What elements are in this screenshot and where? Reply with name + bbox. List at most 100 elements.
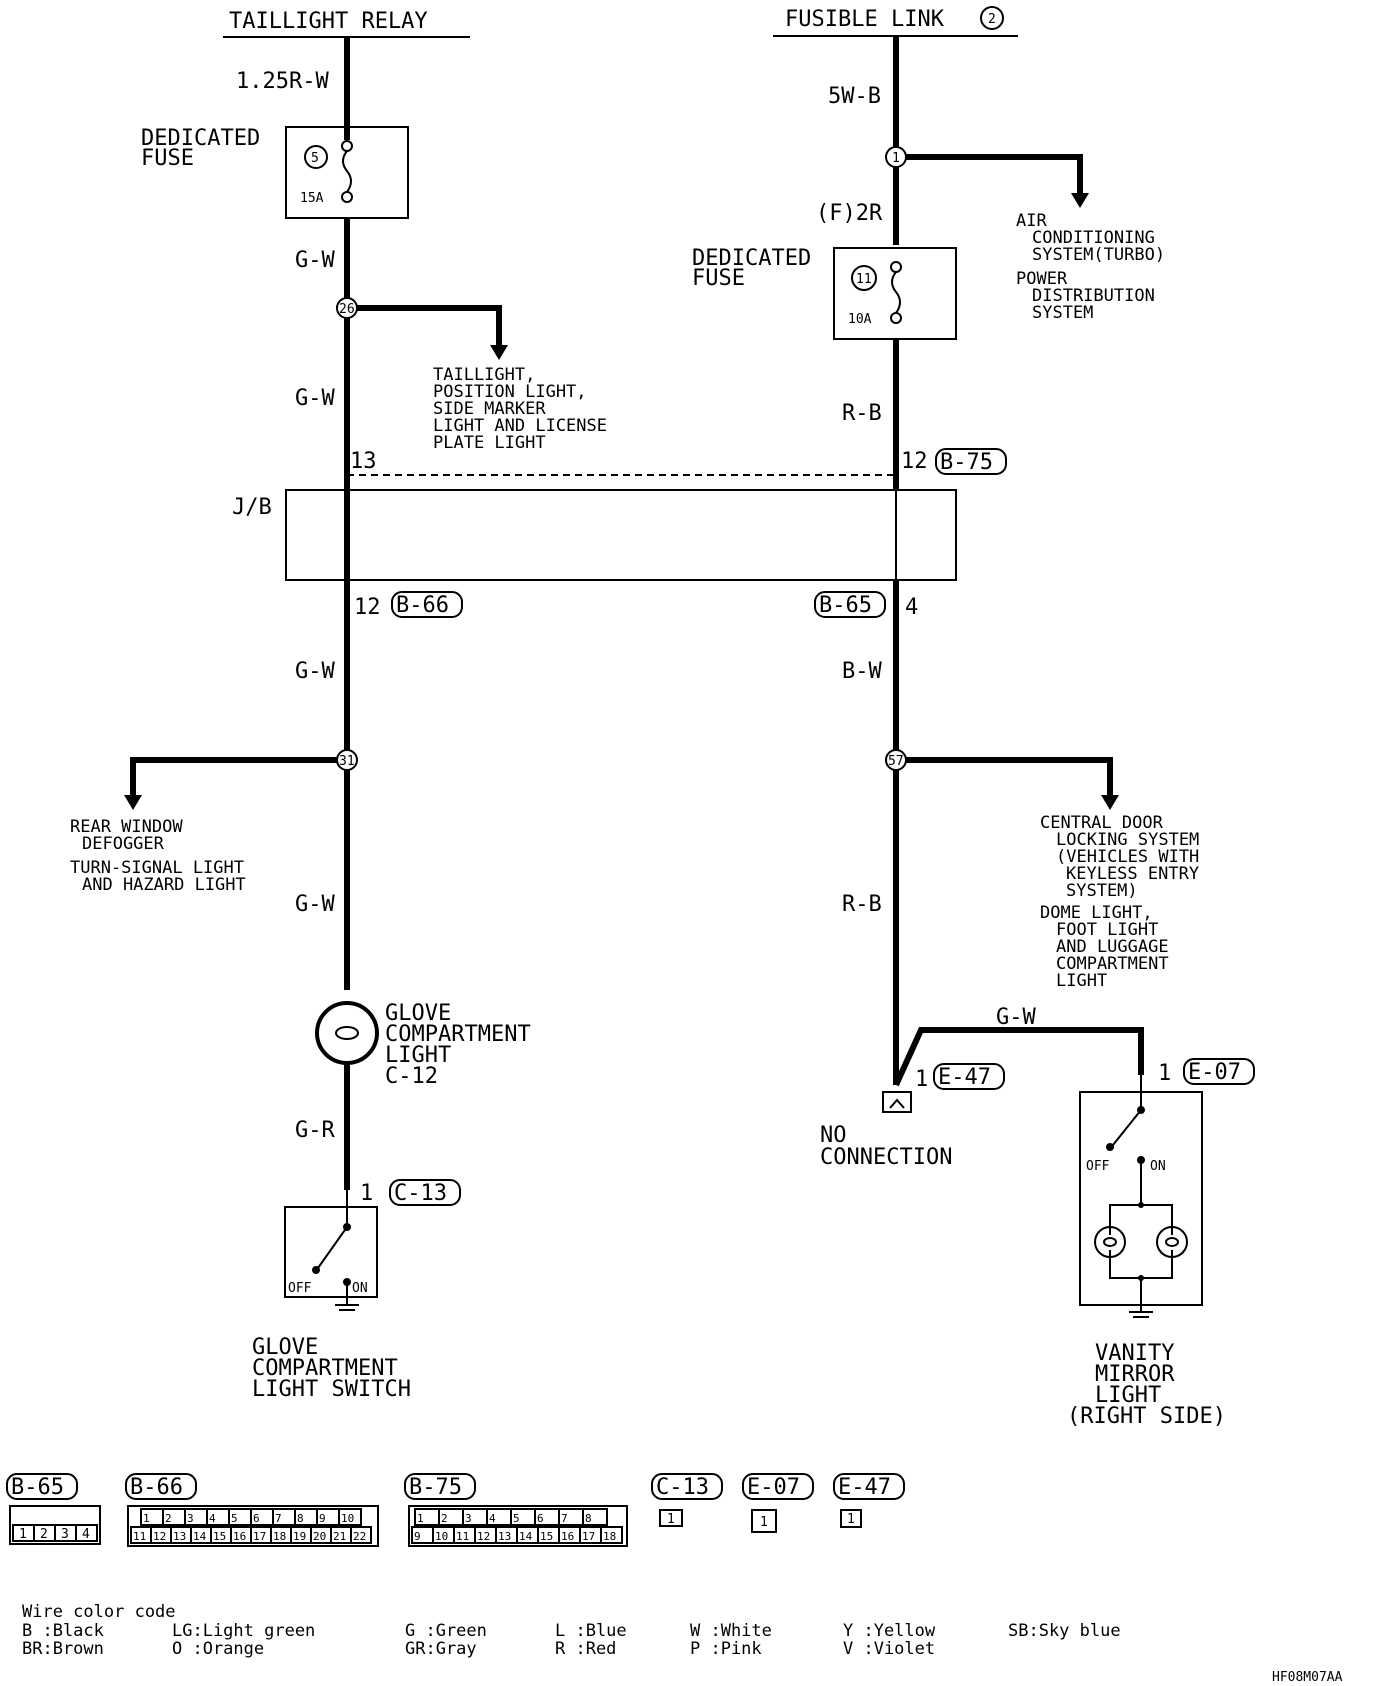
legend-item: W :White [690, 1621, 772, 1641]
wire-branch-aircon [906, 154, 1083, 198]
conn-tag-b65 [814, 591, 886, 618]
glove-light-bulb [315, 1001, 379, 1065]
conn-b75-pin-number: 6 [537, 1512, 544, 1525]
conn-tag-e07-label: E-07 [1188, 1060, 1241, 1085]
conn-b75-label: B-75 [409, 1475, 462, 1500]
conn-b66-pin-number: 20 [313, 1530, 326, 1543]
arrow-rear-branch [124, 795, 142, 810]
branch-dome-4: COMPARTMENT [1056, 954, 1169, 974]
glove-switch-label-2: COMPARTMENT [252, 1356, 398, 1381]
no-connection-mark [889, 1098, 905, 1109]
conn-b66-pin-number: 22 [353, 1530, 366, 1543]
branch-aircon-3: SYSTEM(TURBO) [1032, 245, 1165, 265]
e47-pin: 1 [915, 1067, 928, 1092]
conn-b75-pin-cell [582, 1508, 608, 1526]
conn-b66-pin-number: 18 [273, 1530, 286, 1543]
wire-branch-central [906, 757, 1113, 800]
jb-pin-12-bottom: 12 [354, 595, 381, 620]
conn-b66-pin-number: 17 [253, 1530, 266, 1543]
branch-rear-2: DEFOGGER [82, 834, 165, 854]
glove-light-label-4: C-12 [385, 1064, 438, 1089]
e07-pin: 1 [1158, 1061, 1171, 1086]
branch-taillight-3: SIDE MARKER [433, 399, 546, 419]
conn-b66-pin-number: 1 [143, 1512, 150, 1525]
branch-dome-2: FOOT LIGHT [1056, 920, 1158, 940]
conn-b75-pin-number: 9 [414, 1530, 421, 1543]
conn-b75-pin-number: 4 [489, 1512, 496, 1525]
conn-b65-pin: 3 [61, 1527, 69, 1542]
legend-item: LG:Light green [172, 1621, 315, 1641]
branch-dome-3: AND LUGGAGE [1056, 937, 1169, 957]
right-fuse-element [891, 271, 901, 314]
conn-b66-pin-number: 7 [275, 1512, 282, 1525]
vanity-switch-off: OFF [1086, 1159, 1110, 1174]
branch-central-2: LOCKING SYSTEM [1056, 830, 1199, 850]
branch-turn-1: TURN-SIGNAL LIGHT [70, 858, 244, 878]
wire-label-gw-5: G-W [996, 1005, 1036, 1030]
legend-item: R :Red [555, 1639, 616, 1659]
glove-light-label-2: COMPARTMENT [385, 1022, 531, 1047]
left-fuse-element [342, 150, 352, 193]
vanity-bulb-right [1156, 1226, 1188, 1258]
conn-b66-pin-number: 13 [173, 1530, 186, 1543]
conn-b66-pin-number: 6 [253, 1512, 260, 1525]
conn-b66-pin-number: 21 [333, 1530, 346, 1543]
right-fuse-terminal-bottom [890, 312, 902, 324]
conn-b66-pin-number: 2 [165, 1512, 172, 1525]
vanity-switch-lever [1112, 1109, 1142, 1146]
conn-b75-pin-number: 3 [465, 1512, 472, 1525]
legend-item: B :Black [22, 1621, 104, 1641]
legend-item: Y :Yellow [843, 1621, 936, 1641]
legend-item: GR:Gray [405, 1639, 477, 1659]
wire-label-rb-2: R-B [842, 892, 882, 917]
conn-b66-pin-number: 19 [293, 1530, 306, 1543]
branch-power-3: SYSTEM [1032, 303, 1093, 323]
conn-tag-e07 [1183, 1058, 1255, 1085]
conn-b66-label: B-66 [130, 1475, 183, 1500]
wire-label-gw-2: G-W [295, 386, 335, 411]
left-fuse-label-1: DEDICATED [141, 126, 260, 151]
jb-pin-13: 13 [350, 449, 377, 474]
no-connection-label-2: CONNECTION [820, 1145, 952, 1170]
conn-b66-pin-number: 3 [187, 1512, 194, 1525]
conn-tag-c13-label: C-13 [394, 1181, 447, 1206]
wire-to-vanity [893, 1027, 1144, 1087]
jb-pin-4: 4 [905, 595, 918, 620]
conn-e47-housing [840, 1509, 862, 1528]
conn-b66-pin-number: 11 [133, 1530, 146, 1543]
conn-b75-tag [404, 1473, 476, 1500]
arrow-taillight-branch [490, 345, 508, 360]
vanity-bulb-left-filament [1103, 1237, 1117, 1247]
legend-item: P :Pink [690, 1639, 762, 1659]
conn-b75-pin-number: 12 [477, 1530, 490, 1543]
footer-code: HF08M07AA [1272, 1670, 1343, 1685]
jb-label: J/B [232, 495, 272, 520]
left-fuse-terminal-bottom [341, 191, 353, 203]
no-connection-label-1: NO [820, 1123, 847, 1148]
conn-tag-b65-label: B-65 [819, 593, 872, 618]
conn-b65-pin: 2 [40, 1527, 48, 1542]
conn-b66-pin-number: 14 [193, 1530, 207, 1543]
conn-tag-c13 [389, 1179, 461, 1206]
conn-b65-tag [6, 1473, 78, 1500]
vanity-switch-on: ON [1150, 1159, 1166, 1174]
conn-b75-pin-number: 18 [603, 1530, 616, 1543]
glove-light-label-1: GLOVE [385, 1001, 451, 1026]
taillight-relay-label: TAILLIGHT RELAY [229, 9, 428, 34]
glove-switch-pin: 1 [360, 1181, 373, 1206]
splice-57-label: 57 [888, 754, 904, 769]
conn-e07-label: E-07 [747, 1475, 800, 1500]
connector-c13: C-13 1 [651, 1473, 723, 1527]
branch-central-4: KEYLESS ENTRY [1066, 864, 1199, 884]
conn-b65-pin: 4 [82, 1527, 90, 1542]
vanity-label-1: VANITY [1095, 1341, 1174, 1366]
conn-b75-housing [408, 1505, 628, 1547]
conn-tag-b66-label: B-66 [396, 593, 449, 618]
conn-b75-pin-number: 1 [417, 1512, 424, 1525]
conn-b66-pin-cell [350, 1526, 372, 1544]
